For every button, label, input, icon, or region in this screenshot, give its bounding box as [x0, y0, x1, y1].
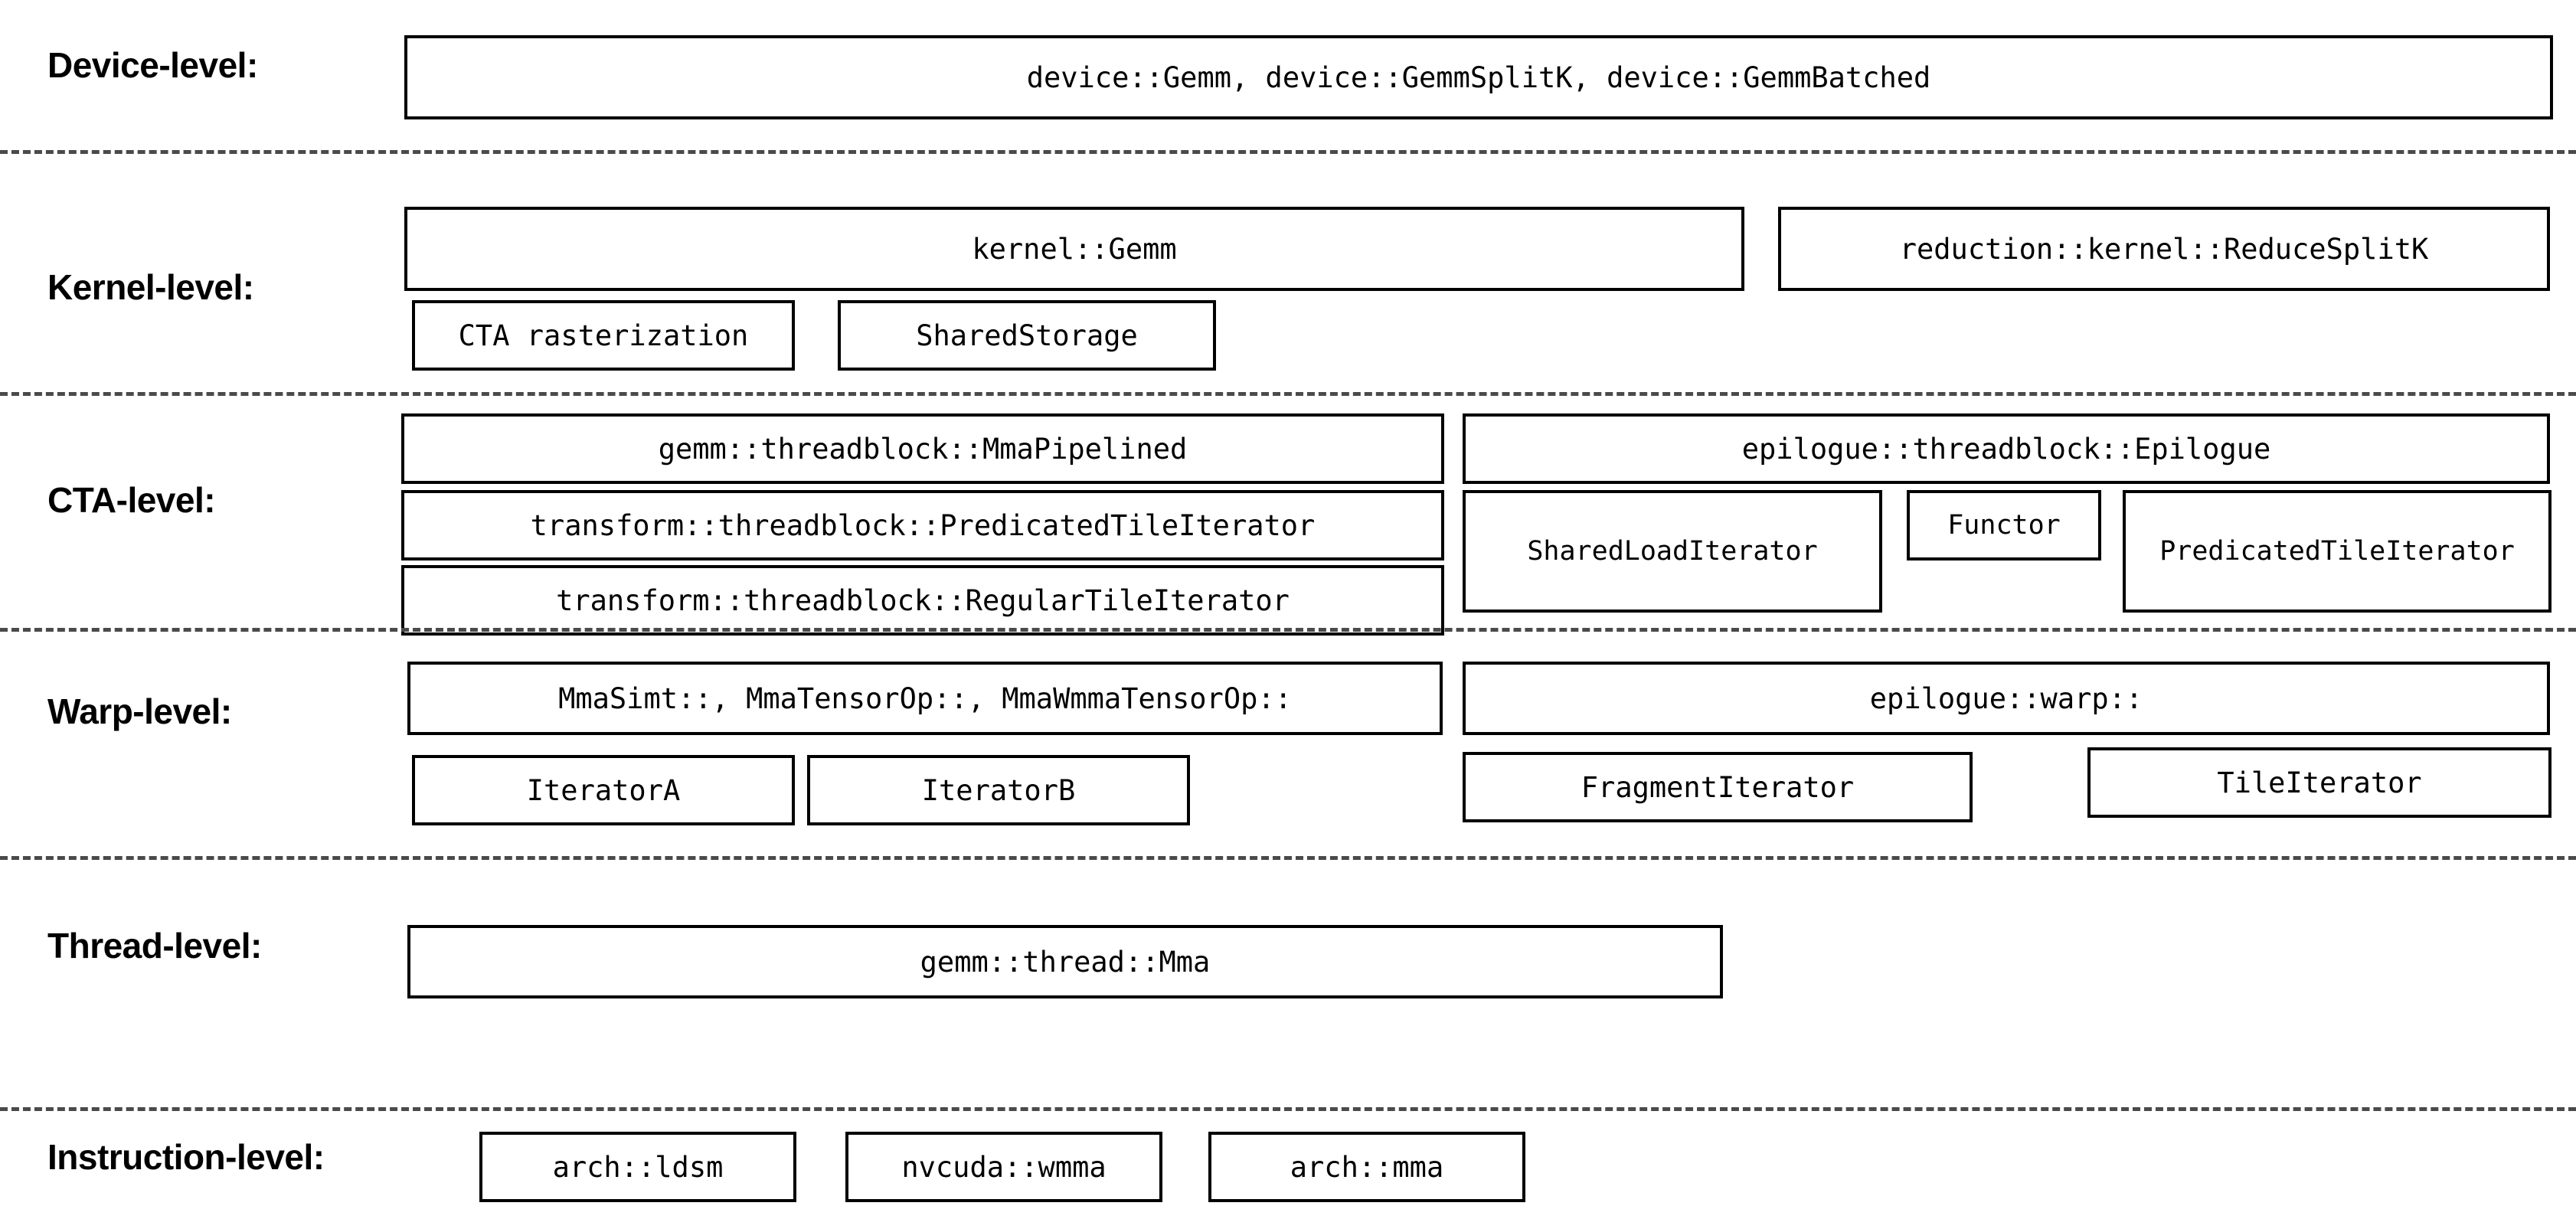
separator-kernel-cta: [0, 392, 2576, 396]
box-iterator-a[interactable]: IteratorA: [412, 755, 795, 825]
box-warp-mma-ops[interactable]: MmaSimt::, MmaTensorOp::, MmaWmmaTensorO…: [407, 662, 1443, 735]
box-epilogue-threadblock-epilogue[interactable]: epilogue::threadblock::Epilogue: [1463, 413, 2550, 484]
box-transform-threadblock-predicatedtileiterator[interactable]: transform::threadblock::PredicatedTileIt…: [401, 490, 1444, 560]
separator-thread-instruction: [0, 1107, 2576, 1111]
box-iterator-b[interactable]: IteratorB: [807, 755, 1190, 825]
box-kernel-gemm[interactable]: kernel::Gemm: [404, 207, 1744, 291]
row-label-kernel-level: Kernel-level:: [47, 267, 254, 307]
box-reduction-kernel-reducesplitk[interactable]: reduction::kernel::ReduceSplitK: [1778, 207, 2550, 291]
box-epilogue-warp[interactable]: epilogue::warp::: [1463, 662, 2550, 735]
box-device-gemm[interactable]: device::Gemm, device::GemmSplitK, device…: [404, 35, 2553, 119]
box-fragmentiterator[interactable]: FragmentIterator: [1463, 752, 1973, 822]
box-transform-threadblock-regulartileiterator[interactable]: transform::threadblock::RegularTileItera…: [401, 565, 1444, 636]
box-arch-mma[interactable]: arch::mma: [1208, 1132, 1525, 1202]
row-label-cta-level: CTA-level:: [47, 480, 216, 520]
box-gemm-thread-mma[interactable]: gemm::thread::Mma: [407, 925, 1723, 998]
box-sharedstorage[interactable]: SharedStorage: [838, 300, 1216, 371]
box-functor[interactable]: Functor: [1907, 490, 2101, 560]
separator-device-kernel: [0, 150, 2576, 154]
separator-warp-thread: [0, 856, 2576, 860]
box-gemm-threadblock-mmapipelined[interactable]: gemm::threadblock::MmaPipelined: [401, 413, 1444, 484]
box-cta-rasterization[interactable]: CTA rasterization: [412, 300, 795, 371]
row-label-instruction-level: Instruction-level:: [47, 1137, 325, 1177]
box-tileiterator[interactable]: TileIterator: [2087, 747, 2551, 818]
row-label-device-level: Device-level:: [47, 45, 258, 85]
box-sharedloaditerator[interactable]: SharedLoadIterator: [1463, 490, 1882, 613]
box-predicatedtileiterator[interactable]: PredicatedTileIterator: [2123, 490, 2551, 613]
row-label-warp-level: Warp-level:: [47, 691, 232, 731]
separator-cta-warp: [0, 628, 2576, 632]
box-nvcuda-wmma[interactable]: nvcuda::wmma: [845, 1132, 1162, 1202]
row-label-thread-level: Thread-level:: [47, 926, 262, 966]
box-arch-ldsm[interactable]: arch::ldsm: [479, 1132, 796, 1202]
